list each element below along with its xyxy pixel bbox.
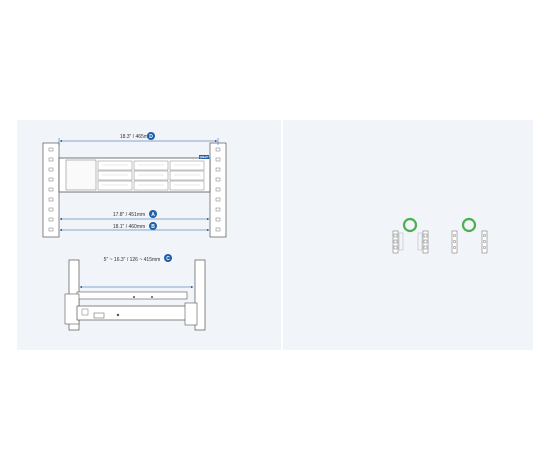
dimension-b-badge bbox=[149, 222, 157, 230]
square-holes bbox=[393, 233, 428, 250]
left-rack-rail bbox=[42, 142, 60, 238]
right-rack-rail bbox=[209, 142, 227, 238]
power-connector bbox=[81, 308, 89, 316]
dimension-a: 17.8" / 451mm A bbox=[59, 210, 210, 221]
square-hole-rail-left bbox=[392, 230, 399, 254]
screw-top-right bbox=[151, 296, 153, 298]
dimension-b-label: 18.1" / 460mm bbox=[113, 224, 145, 230]
round-hole-rack-option bbox=[451, 217, 488, 254]
drive-bays bbox=[97, 160, 205, 191]
supported-check-ring bbox=[402, 217, 418, 233]
dimension-c: 5" ~ 16.3" / 126 ~ 415mm C bbox=[79, 254, 194, 289]
screw-top-left bbox=[133, 296, 135, 298]
supported-check-ring bbox=[461, 217, 477, 233]
side-view bbox=[64, 259, 206, 331]
dimension-c-label: 5" ~ 16.3" / 126 ~ 415mm bbox=[104, 257, 161, 263]
dimension-b: 18.1" / 460mm B bbox=[59, 222, 210, 232]
square-hole-rack-option bbox=[392, 217, 429, 254]
mounting-slot bbox=[93, 312, 105, 319]
dimension-c-letter: C bbox=[166, 256, 170, 262]
dimension-a-badge bbox=[149, 210, 157, 218]
dimension-d-label: 18.3" / 465mm bbox=[120, 134, 152, 140]
square-hole-rail-right bbox=[422, 230, 429, 254]
dimension-c-badge bbox=[164, 254, 172, 262]
rear-rack-post bbox=[194, 259, 206, 331]
rail-kit-top bbox=[76, 291, 188, 300]
round-holes bbox=[453, 233, 487, 249]
dimension-b-letter: B bbox=[151, 224, 155, 230]
square-hole-bracket-right bbox=[417, 232, 423, 251]
round-hole-rail-left bbox=[451, 230, 458, 254]
front-left-panel bbox=[65, 159, 97, 191]
dimension-a-letter: A bbox=[151, 212, 155, 218]
dimension-d-letter: D bbox=[149, 134, 153, 140]
dimension-d: 18.3" / 465mm D bbox=[58, 132, 219, 145]
rear-bracket bbox=[184, 302, 198, 326]
brand-logo bbox=[199, 155, 209, 159]
dimension-a-label: 17.8" / 451mm bbox=[113, 212, 145, 218]
screw bbox=[116, 313, 120, 317]
rack-hole-type-panel bbox=[283, 120, 533, 350]
round-hole-rail-right bbox=[481, 230, 488, 254]
front-view: QNAP bbox=[42, 142, 227, 238]
square-hole-bracket-left bbox=[398, 232, 404, 251]
drive-bay-grilles bbox=[102, 164, 200, 186]
rail-holes bbox=[48, 147, 221, 232]
brand-logo-text: QNAP bbox=[200, 155, 209, 159]
dimension-d-badge bbox=[147, 132, 155, 140]
